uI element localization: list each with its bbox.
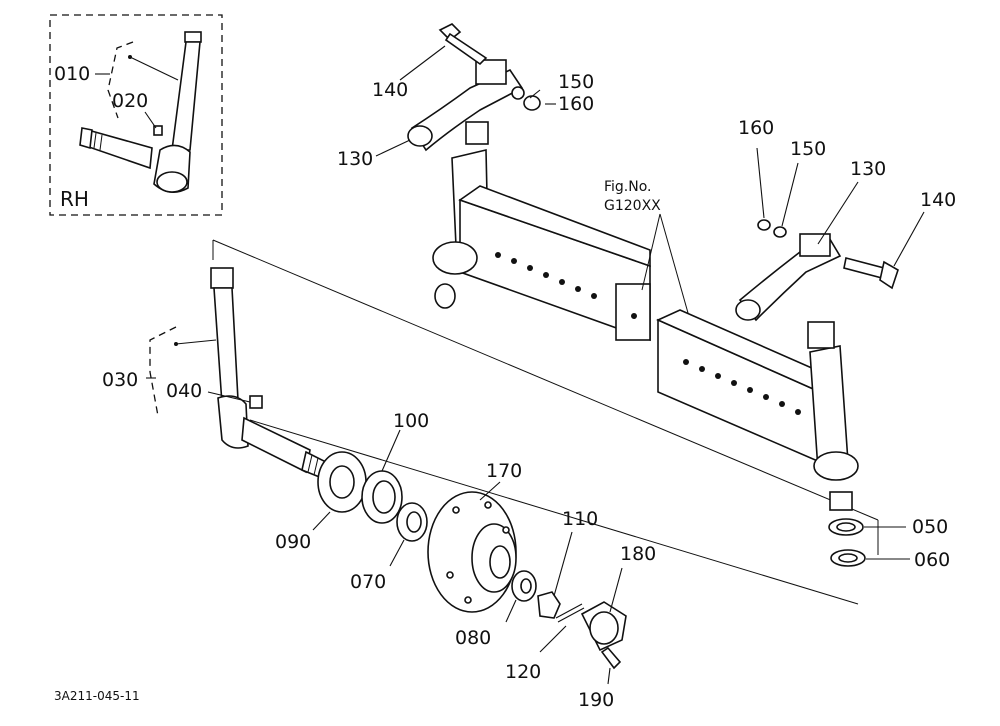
right-axle-beam <box>656 309 859 511</box>
steering-knuckle-030 <box>174 267 327 480</box>
callout-150-right: 150 <box>790 138 826 160</box>
callout-100: 100 <box>393 410 429 432</box>
seal-100 <box>361 429 403 524</box>
callout-050: 050 <box>912 516 948 538</box>
callout-040: 040 <box>166 380 202 402</box>
nut-110 <box>537 531 573 619</box>
seal-090 <box>312 451 367 531</box>
callout-030: 030 <box>102 369 138 391</box>
callout-130-right: 130 <box>850 158 886 180</box>
callout-120: 120 <box>505 661 541 683</box>
callout-170: 170 <box>486 460 522 482</box>
callout-190: 190 <box>578 689 614 711</box>
rh-knuckle-drawing <box>79 31 202 193</box>
callout-160-left: 160 <box>558 93 594 115</box>
fig-ref-line2: G120XX <box>604 198 661 214</box>
steering-arm-left <box>407 23 541 152</box>
washer-060 <box>830 549 910 567</box>
callout-130-left: 130 <box>337 148 373 170</box>
rh-inset-frame <box>49 14 223 216</box>
callout-080: 080 <box>455 627 491 649</box>
bolt-190 <box>600 646 622 685</box>
callout-180: 180 <box>620 543 656 565</box>
callout-060: 060 <box>914 549 950 571</box>
left-axle-beam <box>432 121 651 342</box>
steering-arm-right <box>735 219 899 322</box>
cotter-pin-120 <box>539 603 585 653</box>
callout-140-right: 140 <box>920 189 956 211</box>
group-bracket-030 <box>149 326 177 417</box>
assembly-boundary-lines <box>212 239 879 605</box>
drawing-code: 3A211-045-11 <box>54 689 140 703</box>
washer-050 <box>828 518 906 536</box>
callout-160-right: 160 <box>738 117 774 139</box>
callout-010: 010 <box>54 63 90 85</box>
callout-110: 110 <box>562 508 598 530</box>
bearing-080 <box>505 570 537 623</box>
hub-cap-180 <box>580 567 627 652</box>
callout-070: 070 <box>350 571 386 593</box>
rh-inset: 010 020 RH <box>49 14 223 216</box>
callout-150-left: 150 <box>558 71 594 93</box>
callout-090: 090 <box>275 531 311 553</box>
wheel-hub-170 <box>427 481 517 613</box>
callout-020: 020 <box>112 90 148 112</box>
callout-140-left: 140 <box>372 79 408 101</box>
inset-label-rh: RH <box>60 187 89 211</box>
rh-group-bracket <box>107 41 134 119</box>
bearing-070 <box>389 502 428 567</box>
fig-ref-line1: Fig.No. <box>604 179 652 195</box>
